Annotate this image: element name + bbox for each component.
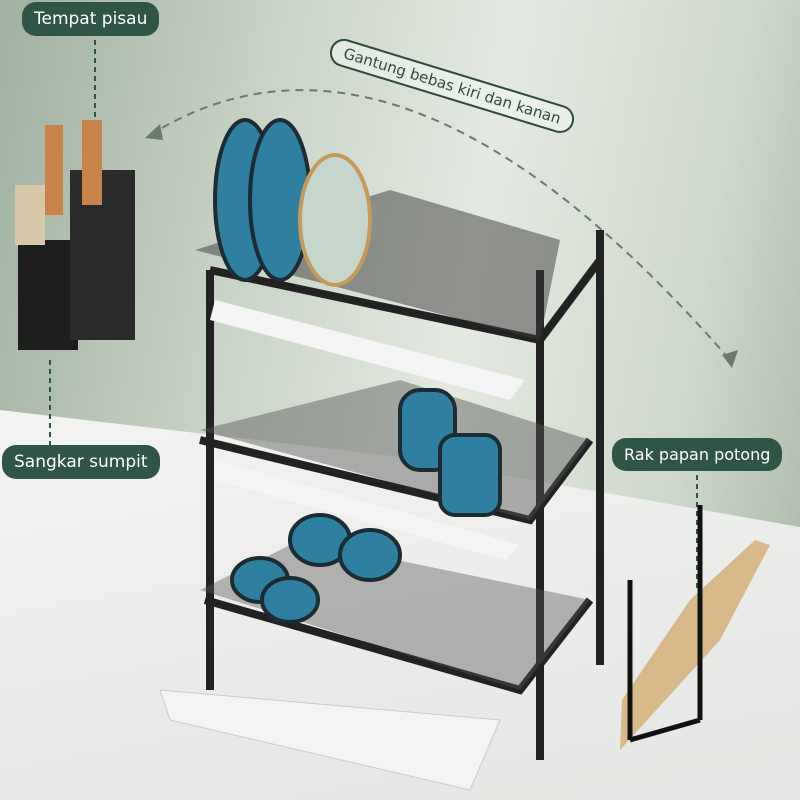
dish-rack <box>199 230 604 760</box>
arrow-left-icon <box>145 124 163 140</box>
knife-holder-label: Tempat pisau <box>22 2 160 36</box>
cutting-board-rack <box>620 505 770 750</box>
arrow-right-icon <box>722 350 738 368</box>
knife-holder <box>15 120 135 350</box>
dishes <box>213 118 502 624</box>
chopstick-cage-label: Sangkar sumpit <box>2 445 160 479</box>
cutting-board-rack-label: Rak papan potong <box>612 438 783 471</box>
dashed-arc <box>149 89 731 361</box>
